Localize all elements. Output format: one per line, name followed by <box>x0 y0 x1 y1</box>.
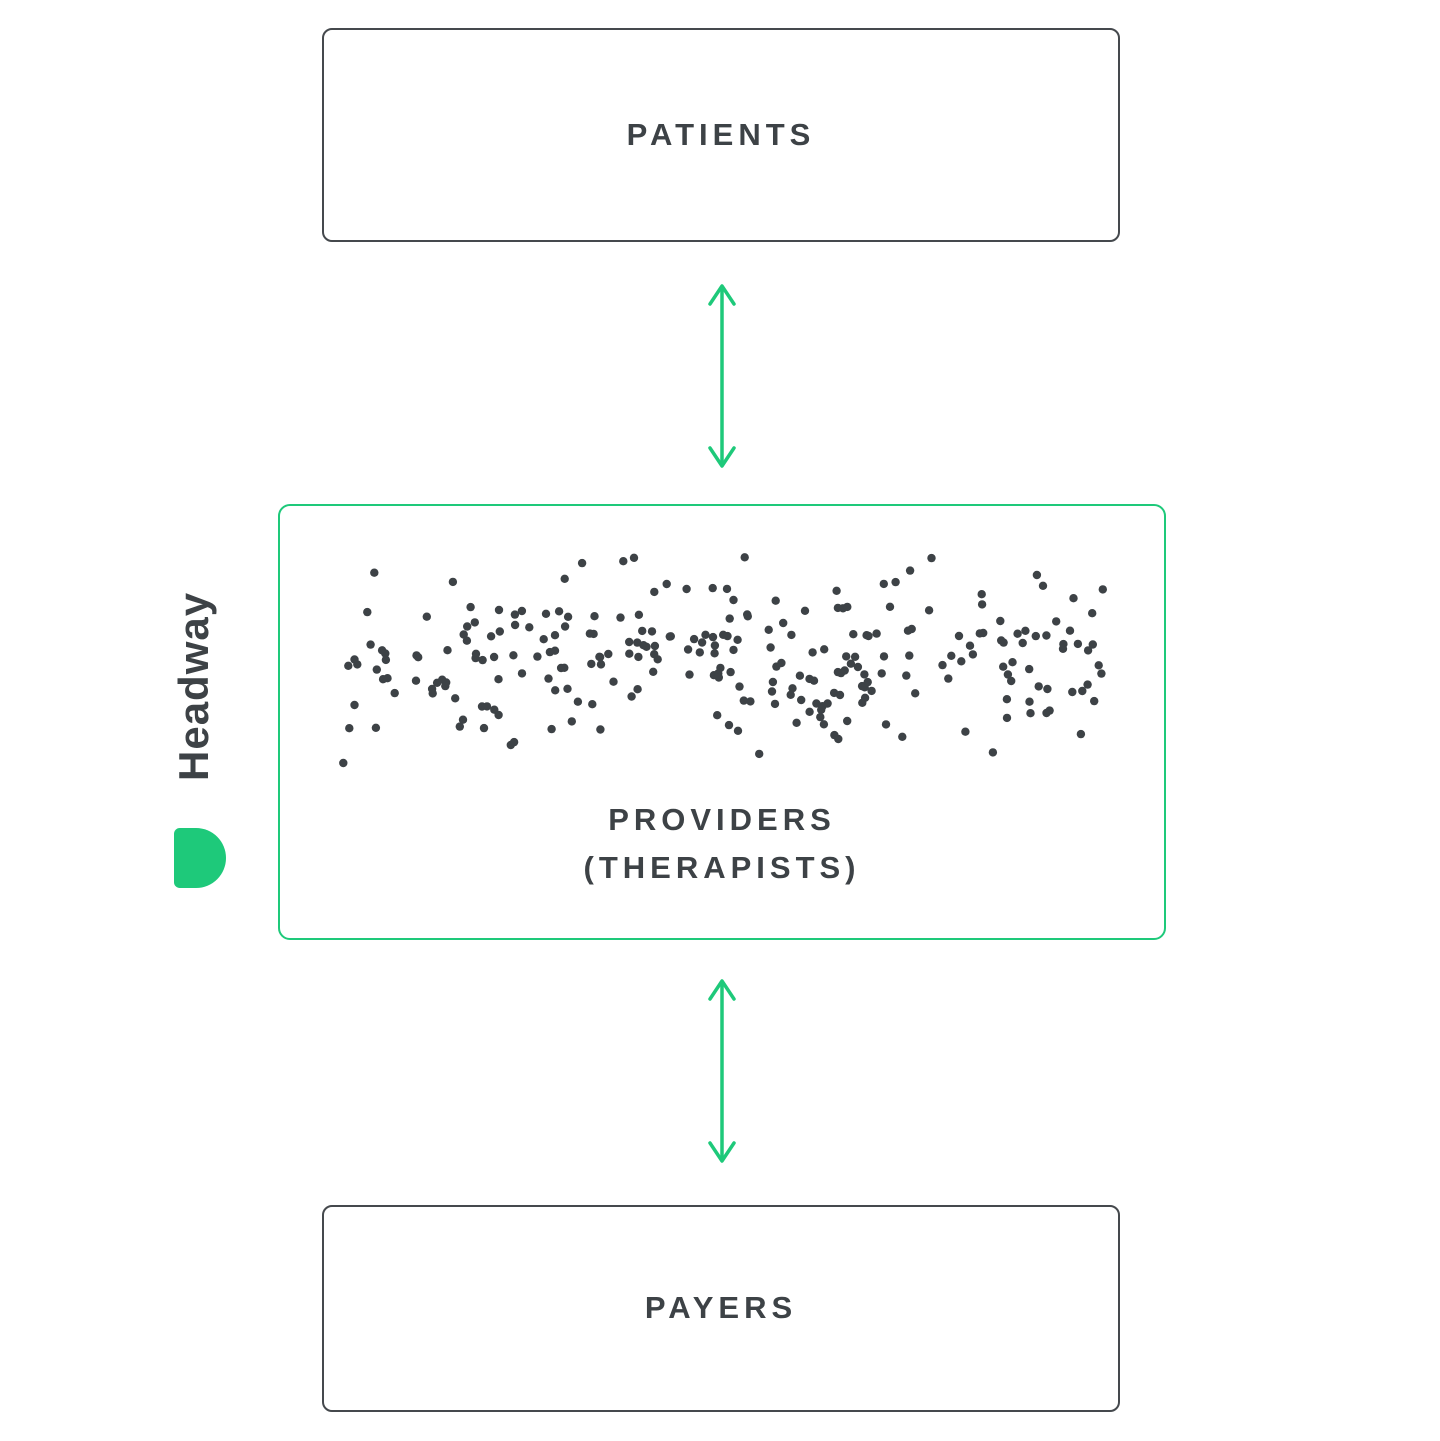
headway-logo-icon <box>174 828 226 888</box>
patients-label: PATIENTS <box>626 116 816 152</box>
providers-payers-arrow-icon <box>702 976 742 1166</box>
payers-label: PAYERS <box>644 1290 798 1326</box>
payers-node: PAYERS <box>322 1205 1120 1412</box>
providers-node: PROVIDERS (THERAPISTS) <box>278 504 1166 940</box>
brand-block: Headway <box>170 568 240 898</box>
providers-label-line2: (THERAPISTS) <box>583 849 861 885</box>
patients-providers-arrow-icon <box>702 281 742 471</box>
patients-node: PATIENTS <box>322 28 1120 242</box>
provider-dots-scatter <box>339 553 1107 768</box>
providers-label: PROVIDERS (THERAPISTS) <box>280 796 1164 892</box>
brand-wordmark: Headway <box>170 591 217 781</box>
providers-label-line1: PROVIDERS <box>608 801 836 837</box>
